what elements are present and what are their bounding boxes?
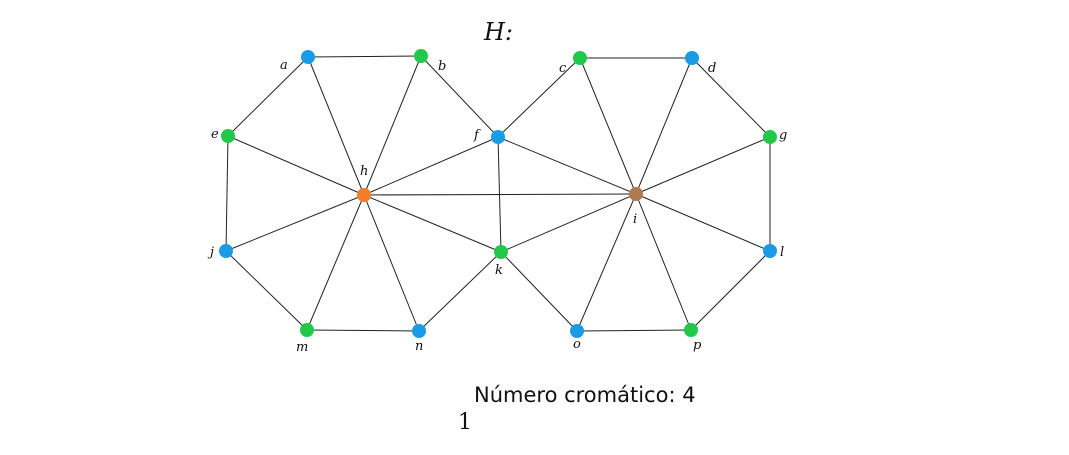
edge-f-c (497, 57, 581, 138)
vertex-label-e: e (211, 127, 219, 142)
vertex-label-f: f (473, 128, 481, 143)
vertex-f (491, 130, 505, 144)
edge-i-l (635, 193, 771, 252)
vertex-label-l: l (780, 245, 784, 260)
vertex-label-g: g (779, 128, 787, 143)
vertex-label-a: a (280, 58, 288, 73)
vertex-label-n: n (415, 339, 423, 354)
edge-h-b (363, 55, 422, 196)
edge-h-i (363, 193, 637, 196)
edge-k-n (418, 251, 502, 332)
vertex-i (629, 187, 643, 201)
vertex-d (685, 51, 699, 65)
graph-title: H: (484, 18, 514, 46)
vertex-n (412, 324, 426, 338)
vertex-a (301, 50, 315, 64)
edge-n-m (306, 329, 420, 332)
vertex-label-i: i (633, 212, 637, 227)
vertex-label-b: b (438, 59, 446, 74)
edge-m-j (225, 250, 308, 331)
vertex-j (219, 244, 233, 258)
edge-j-e (225, 135, 229, 252)
vertex-label-j: j (207, 245, 214, 260)
vertex-o (570, 324, 584, 338)
edge-a-b (307, 55, 422, 58)
edge-h-n (363, 194, 420, 332)
chromatic-number-text: Número cromático: 4 (474, 383, 696, 407)
vertex-c (573, 51, 587, 65)
edge-i-k (500, 193, 637, 253)
vertex-l (763, 244, 777, 258)
edge-p-o (576, 329, 692, 332)
edge-e-a (227, 56, 309, 137)
edge-i-o (576, 193, 637, 332)
edge-l-p (690, 250, 771, 331)
vertex-label-k: k (495, 263, 503, 278)
edge-i-g (635, 136, 771, 195)
edge-i-d (635, 57, 693, 195)
vertex-label-h: h (360, 164, 368, 179)
edge-h-e (227, 135, 365, 196)
edge-h-f (363, 136, 499, 196)
vertex-k (494, 245, 508, 259)
edge-d-g (691, 57, 771, 138)
labels-layer: a b c d e f g h i j k l m n o p (207, 58, 787, 355)
page-number: 1 (458, 410, 472, 435)
vertex-e (221, 129, 235, 143)
edges-layer (225, 55, 771, 332)
edge-h-k (363, 194, 502, 253)
edge-o-k (500, 251, 578, 332)
edge-h-j (225, 194, 365, 252)
edge-h-m (306, 194, 365, 331)
vertex-p (684, 323, 698, 337)
vertex-label-p: p (693, 338, 702, 353)
vertex-label-o: o (573, 337, 581, 352)
vertex-g (763, 130, 777, 144)
edge-i-c (579, 57, 637, 195)
edge-b-f (420, 55, 499, 138)
edge-h-a (307, 56, 365, 196)
vertex-label-m: m (296, 340, 308, 355)
vertex-label-d: d (708, 61, 716, 76)
edge-i-f (497, 136, 637, 195)
vertex-label-c: c (559, 61, 567, 76)
vertex-b (414, 49, 428, 63)
vertex-m (300, 323, 314, 337)
vertex-h (357, 188, 371, 202)
nodes-layer (219, 49, 777, 338)
edge-i-p (635, 193, 692, 331)
